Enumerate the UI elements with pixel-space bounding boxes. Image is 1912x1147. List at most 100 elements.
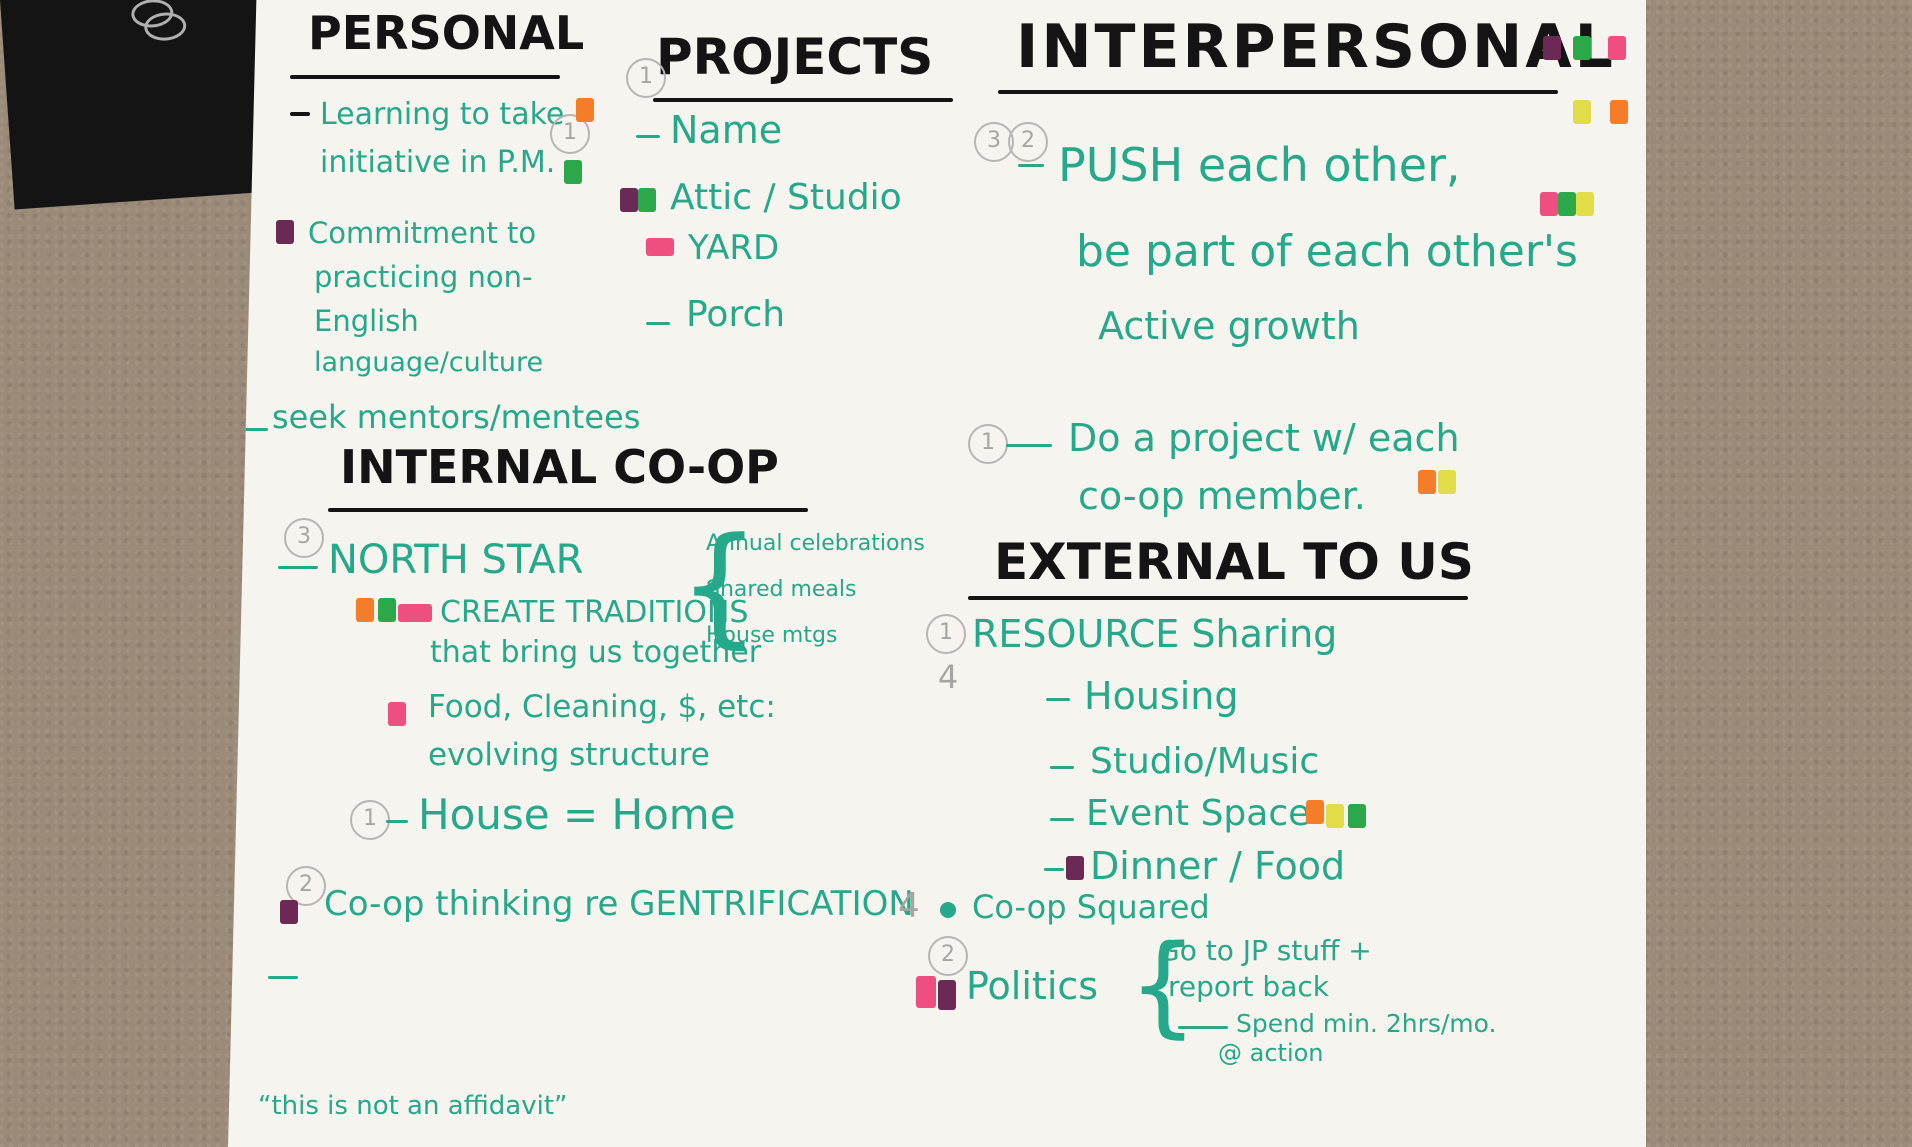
underline: [328, 508, 808, 512]
vote-number: 1: [350, 800, 390, 840]
heading-interpersonal: INTERPERSONAL: [1016, 12, 1616, 82]
personal-item-3: seek mentors/mentees: [272, 398, 641, 436]
dash: [1044, 868, 1064, 871]
curly-brace: {: [1128, 921, 1198, 1049]
brace-note-annual: Annual celebrations: [706, 531, 925, 556]
politics: Politics: [966, 964, 1099, 1008]
politics-note-3: Spend min. 2hrs/mo.: [1236, 1009, 1497, 1038]
orange-vote-dot: [1418, 470, 1436, 494]
green-vote-dot: [564, 160, 582, 184]
pink-vote-dot: [1608, 36, 1626, 60]
vote-number: 4: [898, 886, 920, 926]
external-housing: Housing: [1084, 674, 1239, 718]
vote-number: 2: [286, 866, 326, 906]
personal-item-1-line2: initiative in P.M.: [320, 145, 556, 180]
purple-vote-dot: [280, 900, 298, 924]
vote-number: 1: [626, 58, 666, 98]
dash: [1050, 766, 1074, 769]
dash: [290, 112, 310, 116]
personal-item-1-line1: Learning to take: [320, 97, 565, 132]
pink-vote-dot: [388, 702, 406, 726]
heading-external: EXTERNAL TO US: [994, 533, 1474, 591]
yellow-vote-dot: [1573, 100, 1591, 124]
dash: [228, 428, 268, 431]
project-porch: Porch: [686, 294, 786, 335]
green-vote-dot: [378, 598, 396, 622]
interpersonal-item-1-line3: Active growth: [1098, 304, 1360, 348]
purple-vote-dot: [1066, 856, 1084, 880]
heading-personal: PERSONAL: [308, 6, 585, 60]
dash: [1178, 1026, 1228, 1029]
resource-sharing: RESOURCE Sharing: [972, 612, 1338, 656]
heading-projects: PROJECTS: [656, 28, 934, 86]
dash: [646, 322, 670, 325]
dash: [1006, 444, 1052, 447]
purple-vote-dot: [1543, 36, 1561, 60]
yellow-vote-dot: [1438, 470, 1456, 494]
dash: [278, 566, 318, 569]
project-name: Name: [670, 108, 783, 152]
vote-number: 1: [550, 114, 590, 154]
vote-number: 3: [284, 518, 324, 558]
green-vote-dot: [638, 188, 656, 212]
interpersonal-item-1-line1: PUSH each other,: [1058, 138, 1461, 192]
interpersonal-item-1-line2: be part of each other's: [1076, 226, 1578, 277]
purple-vote-dot: [938, 980, 956, 1010]
brace-note-mtgs: House mtgs: [706, 623, 838, 648]
external-studio-music: Studio/Music: [1090, 741, 1320, 782]
vote-number: 1: [968, 424, 1008, 464]
personal-item-2-line1: Commitment to: [308, 216, 537, 250]
house-home: House = Home: [418, 790, 736, 839]
traditions-line2: that bring us together: [430, 635, 762, 670]
underline: [998, 90, 1558, 94]
dash: [1046, 698, 1070, 701]
underline: [653, 98, 953, 102]
purple-vote-dot: [620, 188, 638, 212]
vote-number: 2: [928, 936, 968, 976]
north-star: NORTH STAR: [328, 537, 584, 583]
easel-paper: PERSONAL PROJECTS 1 INTERPERSONAL INTERN…: [228, 0, 1646, 1147]
coop-squared: Co-op Squared: [972, 888, 1210, 926]
politics-note-2: report back: [1168, 970, 1329, 1003]
pink-vote-dot: [916, 976, 936, 1008]
vote-number: 1: [926, 614, 966, 654]
green-vote-dot: [1573, 36, 1591, 60]
external-event-space: Event Space: [1086, 793, 1311, 834]
heading-internal-coop: INTERNAL CO-OP: [340, 440, 779, 494]
traditions-line1: CREATE TRADITIONS: [440, 595, 749, 630]
gentrification: Co-op thinking re GENTRIFICATION: [324, 884, 914, 924]
green-vote-dot: [1558, 192, 1576, 216]
yellow-vote-dot: [1326, 804, 1344, 828]
footer-quote: “this is not an affidavit”: [258, 1091, 568, 1121]
green-vote-dot: [1348, 804, 1366, 828]
external-dinner-food: Dinner / Food: [1090, 844, 1346, 888]
food-line2: evolving structure: [428, 737, 710, 773]
dash: [386, 820, 408, 823]
vote-number: 4: [937, 658, 959, 696]
interpersonal-item-2-line1: Do a project w/ each: [1068, 416, 1460, 460]
dash: [268, 976, 298, 979]
orange-vote-dot: [1610, 100, 1628, 124]
underline: [290, 75, 560, 79]
interpersonal-item-2-line2: co-op member.: [1078, 474, 1366, 518]
dash: [1018, 164, 1044, 167]
orange-vote-dot: [576, 98, 594, 122]
curly-brace: {: [678, 509, 761, 661]
orange-vote-dot: [356, 598, 374, 622]
pink-vote-dot: [1540, 192, 1558, 216]
black-binder: [0, 0, 289, 210]
pink-vote-dot: [398, 604, 432, 622]
project-yard: YARD: [688, 228, 780, 268]
orange-vote-dot: [1306, 800, 1324, 824]
project-attic-studio: Attic / Studio: [670, 177, 902, 218]
politics-note-1: Go to JP stuff +: [1158, 934, 1372, 967]
brace-note-meals: Shared meals: [706, 577, 857, 602]
vote-number: 2: [1008, 122, 1048, 162]
pink-vote-dot: [646, 238, 674, 256]
dash: [1050, 818, 1074, 821]
politics-note-4: @ action: [1218, 1039, 1324, 1067]
personal-item-2-line2: practicing non-: [314, 260, 533, 294]
dash: [636, 135, 660, 138]
underline: [968, 596, 1468, 600]
purple-vote-dot: [276, 220, 294, 244]
